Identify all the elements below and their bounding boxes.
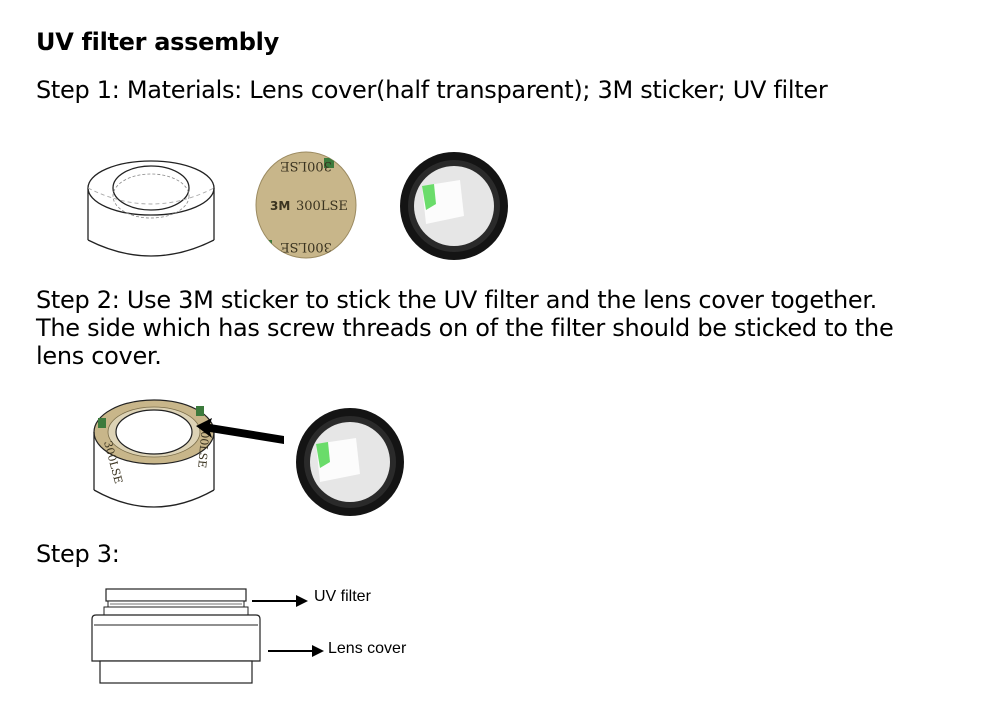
arrow-uv-filter-icon (252, 595, 308, 607)
step2-text: Step 2: Use 3M sticker to stick the UV f… (36, 286, 894, 370)
sticker-side-text-right: 300LSE (195, 424, 212, 469)
step3-text: Step 3: (36, 540, 120, 568)
uv-filter-step2-image (296, 408, 404, 516)
arrow-lens-cover-icon (268, 645, 324, 657)
sticker-model-text: 300LSE (296, 199, 348, 214)
lens-cover-image (87, 160, 215, 257)
arrow-pointer-icon (196, 418, 284, 444)
step2-line-2: The side which has screw threads on of t… (36, 314, 894, 342)
sticker-mirrored-text-bottom: 300LSE (280, 239, 332, 254)
step2-line-3: lens cover. (36, 342, 162, 370)
label-uv-filter: UV filter (314, 588, 371, 605)
sticker-mirrored-text-top: 300LSE (280, 158, 332, 173)
sticker-brand-text: 3M (270, 199, 290, 213)
step1-text: Step 1: Materials: Lens cover(half trans… (36, 76, 828, 104)
lens-cover-with-sticker-image: 300LSE 300LSE (93, 399, 215, 508)
uv-filter-image (400, 152, 508, 260)
step2-line-1: Step 2: Use 3M sticker to stick the UV f… (36, 286, 878, 314)
assembly-side-view-diagram (91, 588, 261, 684)
label-lens-cover: Lens cover (328, 640, 407, 657)
sticker-3m-image: 300LSE 300LSE 3M 300LSE (255, 151, 357, 259)
document-title: UV filter assembly (36, 28, 279, 56)
